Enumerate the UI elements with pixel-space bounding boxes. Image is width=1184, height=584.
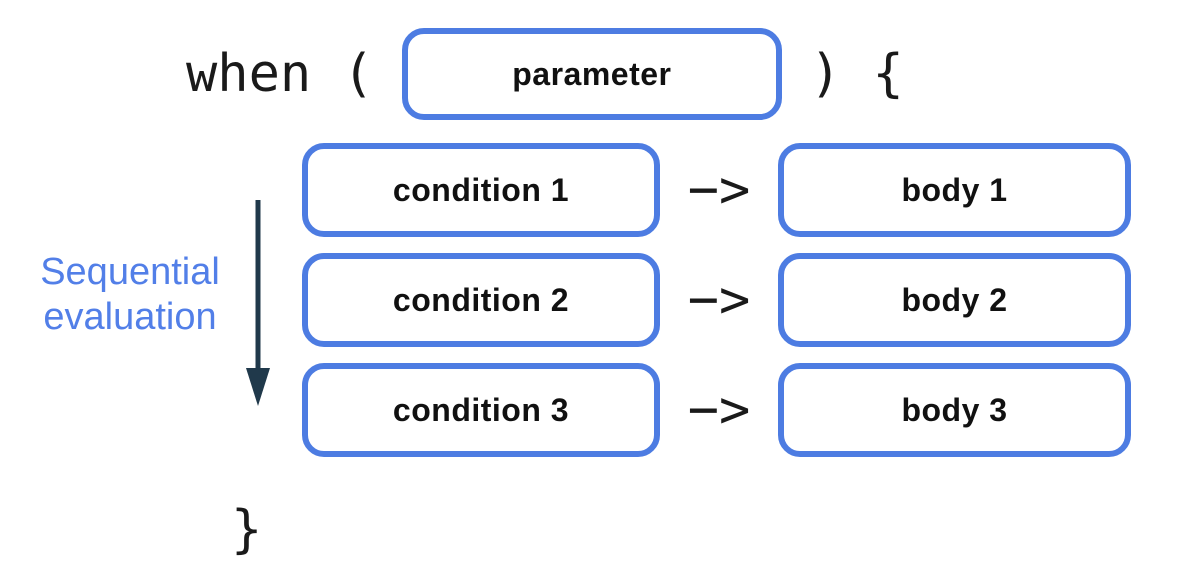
condition-2-label: condition 2 — [392, 281, 570, 318]
arrow-cell-3: −> — [660, 384, 778, 436]
closing-brace: } — [231, 500, 263, 560]
branch-row-3: condition 3 −> body 3 — [302, 363, 1131, 457]
arrow-operator-3: −> — [687, 380, 751, 440]
sequential-evaluation-line1: Sequential — [40, 251, 220, 293]
arrow-cell-1: −> — [660, 164, 778, 216]
condition-1-box: condition 1 — [302, 143, 660, 237]
body-2-label: body 2 — [901, 281, 1008, 318]
branch-row-2: condition 2 −> body 2 — [302, 253, 1131, 347]
arrow-cell-2: −> — [660, 274, 778, 326]
sequential-evaluation-label: Sequential evaluation — [10, 250, 250, 340]
down-arrow-icon — [246, 200, 270, 406]
condition-3-box: condition 3 — [302, 363, 660, 457]
sequential-evaluation-line2: evaluation — [43, 296, 217, 338]
close-paren-open-brace: ) { — [809, 44, 904, 104]
body-1-box: body 1 — [778, 143, 1131, 237]
body-2-box: body 2 — [778, 253, 1131, 347]
condition-3-label: condition 3 — [392, 391, 570, 428]
body-1-label: body 1 — [901, 171, 1008, 208]
parameter-label: parameter — [512, 55, 672, 92]
condition-2-box: condition 2 — [302, 253, 660, 347]
when-keyword: when ( — [186, 44, 374, 104]
down-arrow-head — [246, 368, 270, 406]
body-3-label: body 3 — [901, 391, 1008, 428]
condition-1-label: condition 1 — [392, 171, 570, 208]
branch-row-1: condition 1 −> body 1 — [302, 143, 1131, 237]
when-header-line: when ( parameter ) { — [186, 28, 904, 120]
parameter-box: parameter — [401, 28, 782, 120]
arrow-operator-1: −> — [687, 160, 751, 220]
body-3-box: body 3 — [778, 363, 1131, 457]
arrow-operator-2: −> — [687, 270, 751, 330]
